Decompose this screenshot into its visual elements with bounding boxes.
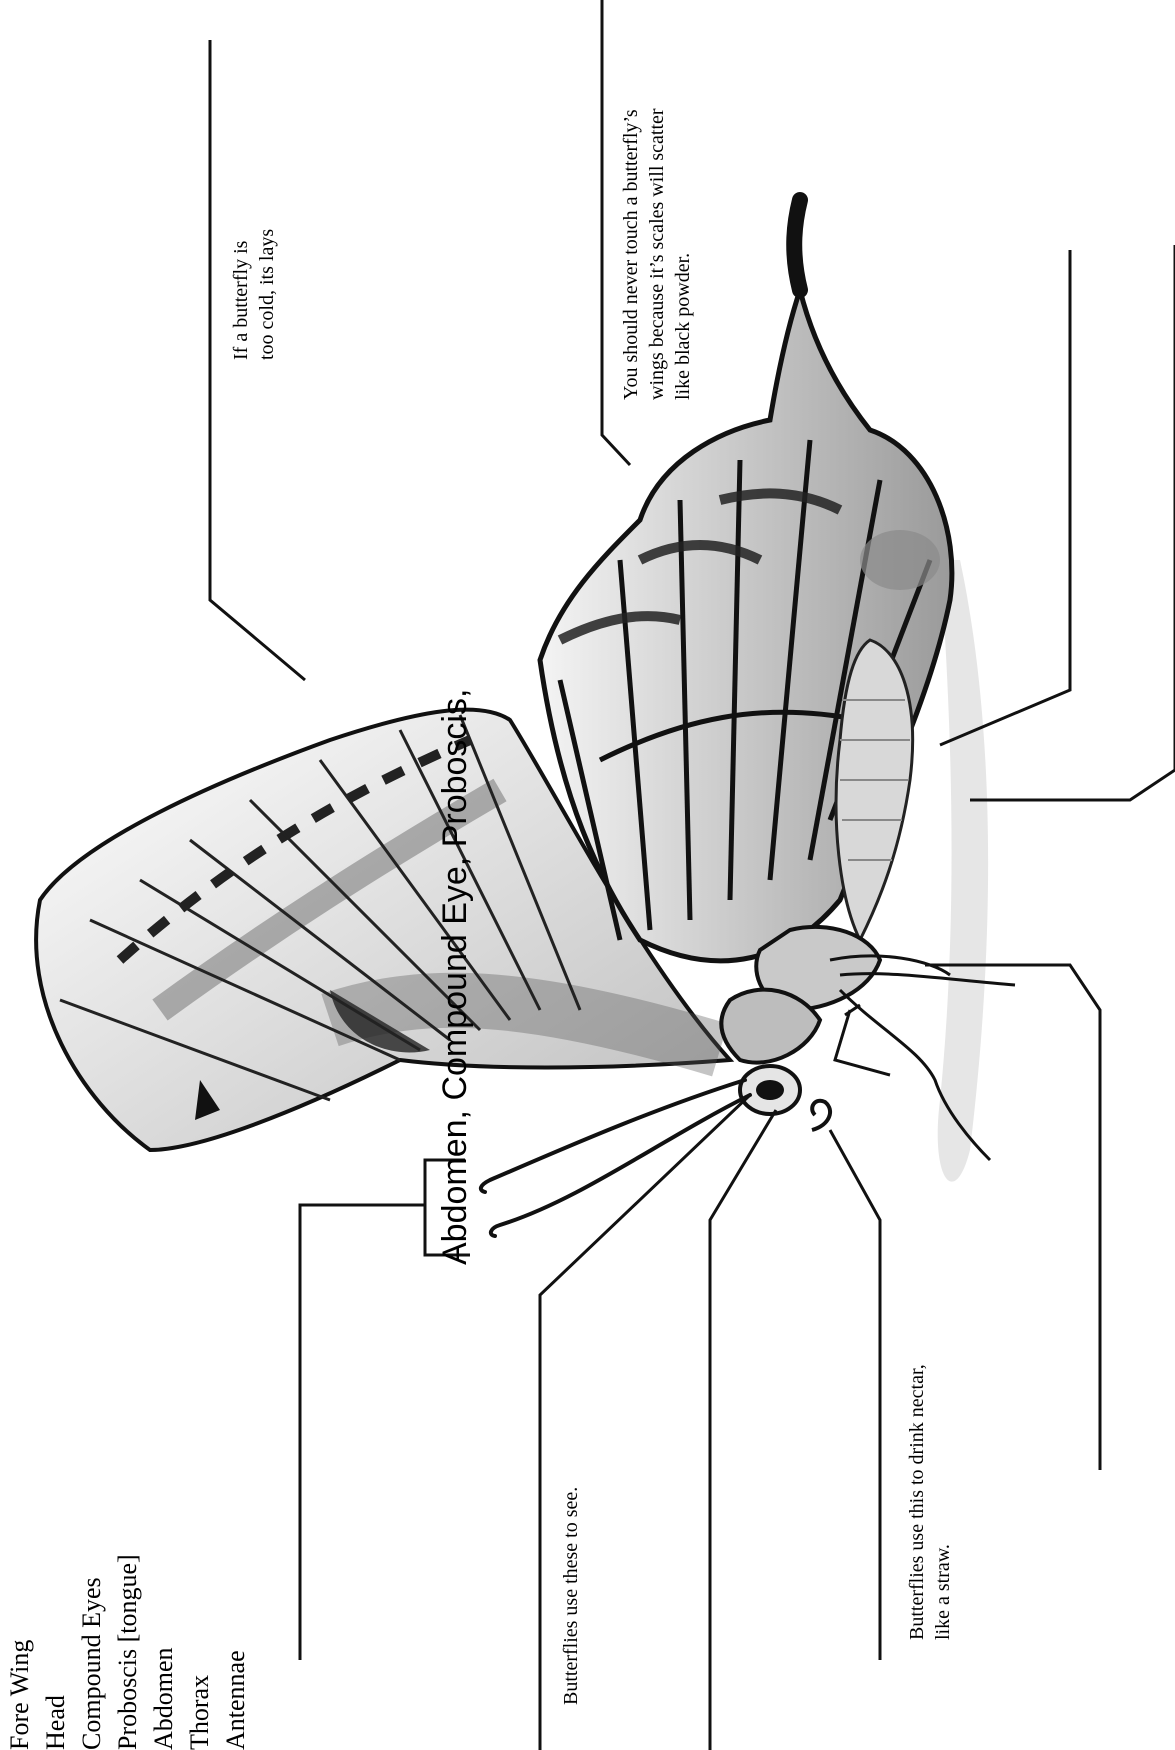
leader-compound-eye [710, 1110, 776, 1750]
written-answers: Abdomen, Compound Eye, Proboscis, [435, 689, 475, 1265]
leader-abdomen-2 [970, 245, 1175, 800]
leader-proboscis [830, 1130, 880, 1660]
word-bank-item: Compound Eyes [74, 1554, 110, 1750]
note-eyes: Butterflies use these to see. [558, 1487, 584, 1705]
leader-fore-wing [210, 40, 305, 680]
leader-antennae [300, 1205, 425, 1660]
note-proboscis: Butterflies use this to drink nectar, li… [904, 1364, 956, 1640]
word-bank-item: Proboscis [tongue] [110, 1554, 146, 1750]
word-bank-item: Abdomen [146, 1554, 182, 1750]
word-bank: Fore Wing Head Compound Eyes Proboscis [… [2, 1554, 254, 1750]
note-cold: If a butterfly is too cold, its lays [228, 229, 280, 360]
leader-abdomen [940, 250, 1070, 745]
word-bank-item: Antennae [218, 1554, 254, 1750]
word-bank-item: Fore Wing [2, 1554, 38, 1750]
note-scales: You should never touch a butterfly’s win… [618, 108, 696, 400]
word-bank-item: Head [38, 1554, 74, 1750]
word-bank-item: Thorax [182, 1554, 218, 1750]
